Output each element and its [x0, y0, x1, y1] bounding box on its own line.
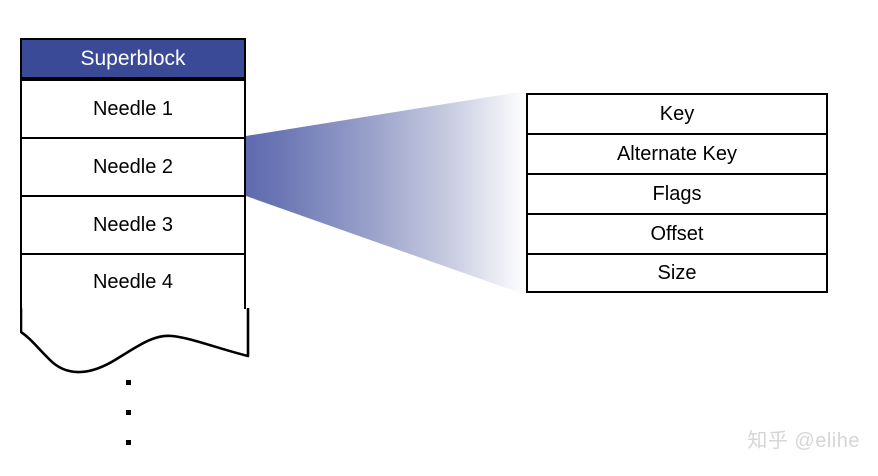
- ellipsis-dot-1: [126, 380, 131, 385]
- needle-row-2: Needle 2: [20, 137, 246, 195]
- superblock-column: Superblock Needle 1 Needle 2 Needle 3 Ne…: [20, 38, 246, 311]
- needle-row-3: Needle 3: [20, 195, 246, 253]
- connector-cone-shape: [246, 91, 526, 295]
- needle-field-offset: Offset: [526, 213, 828, 253]
- needle-row-1: Needle 1: [20, 79, 246, 137]
- needle-field-flags: Flags: [526, 173, 828, 213]
- torn-edge-icon: [20, 308, 250, 374]
- superblock-header: Superblock: [20, 38, 246, 79]
- ellipsis-dot-2: [126, 410, 131, 415]
- ellipsis-dot-3: [126, 440, 131, 445]
- needle-field-alternate-key: Alternate Key: [526, 133, 828, 173]
- continuation-ellipsis: [126, 376, 140, 452]
- needle-detail-table: Key Alternate Key Flags Offset Size: [526, 93, 828, 293]
- needle-row-4: Needle 4: [20, 253, 246, 311]
- needle-field-size: Size: [526, 253, 828, 293]
- source-watermark: 知乎 @elihe: [747, 430, 860, 452]
- needle-field-key: Key: [526, 93, 828, 133]
